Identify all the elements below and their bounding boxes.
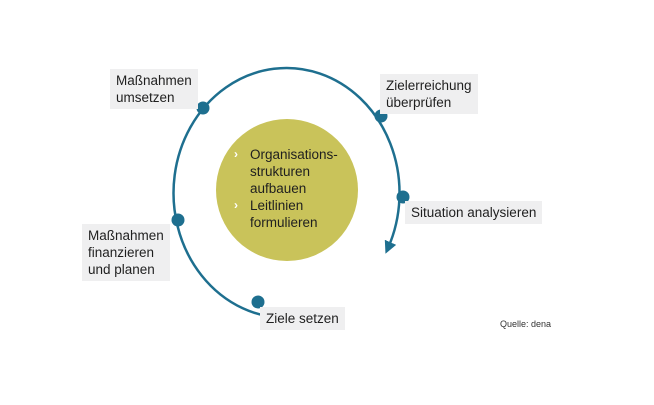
node-dot-massnahmen-finanzieren — [171, 213, 185, 227]
label-ziele-setzen: Ziele setzen — [260, 307, 345, 330]
center-text: › Organisations- strukturen aufbauen › L… — [232, 146, 362, 231]
label-line: Ziele setzen — [266, 311, 339, 326]
center-bullet-leitlinien: › Leitlinien formulieren — [232, 197, 362, 231]
label-massnahmen-finanzieren: Maßnahmen finanzieren und planen — [82, 224, 170, 281]
source-note: Quelle: dena — [499, 319, 551, 329]
label-line: finanzieren — [88, 245, 155, 260]
label-line: Zielerreichung — [386, 78, 472, 93]
bullet-line: formulieren — [250, 215, 318, 230]
bullet-line: aufbauen — [250, 181, 307, 196]
label-line: überprüfen — [386, 95, 452, 110]
label-situation-analysieren: Situation analysieren — [405, 201, 543, 224]
bullet-line: Organisations- — [250, 147, 338, 162]
center-bullet-organisationsstrukturen: › Organisations- strukturen aufbauen — [232, 146, 362, 197]
node-dot-ziele-setzen — [251, 295, 265, 309]
center-circle — [216, 119, 358, 261]
label-zielerreichung: Zielerreichung überprüfen — [380, 74, 478, 114]
label-line: Situation analysieren — [411, 205, 537, 220]
label-massnahmen-umsetzen: Maßnahmen umsetzen — [110, 69, 198, 109]
label-line: und planen — [88, 262, 155, 277]
label-line: Maßnahmen — [116, 73, 192, 88]
bullet-line: strukturen — [250, 164, 311, 179]
node-dot-massnahmen-umsetzen — [196, 101, 210, 115]
node-dot-situation — [396, 190, 410, 204]
label-line: Maßnahmen — [88, 228, 164, 243]
label-line: umsetzen — [116, 90, 175, 105]
bullet-marker: › — [234, 147, 238, 161]
bullet-marker: › — [234, 198, 238, 212]
bullet-line: Leitlinien — [250, 198, 304, 213]
cycle-arrow — [172, 66, 401, 320]
